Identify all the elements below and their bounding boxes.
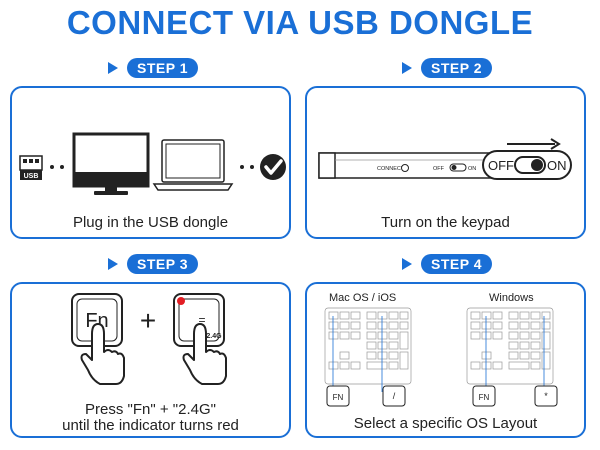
step-3-caption-line2: until the indicator turns red	[62, 417, 239, 434]
step-1-caption: Plug in the USB dongle	[72, 214, 229, 231]
step-2-panel: CONNECT OFF ON OFF ON Turn on the keypad	[305, 86, 586, 239]
keypad-side-icon: CONNECT OFF ON	[318, 152, 508, 179]
checkmark-icon	[260, 154, 286, 180]
step-1-label: STEP 1	[108, 58, 198, 78]
pointing-hand-icon	[80, 323, 125, 385]
arrow-right-icon	[507, 138, 561, 150]
usb-label: USB	[24, 173, 39, 180]
step-1-illustration: USB	[19, 132, 286, 195]
step-3-badge: STEP 3	[127, 254, 198, 274]
step-4-illustration: FN / FN *	[324, 307, 558, 407]
step-1-badge: STEP 1	[127, 58, 198, 78]
windows-keypad-icon	[466, 307, 554, 385]
usb-dongle-icon: USB	[19, 155, 43, 180]
step-2-label: STEP 2	[402, 58, 492, 78]
step-2-illustration: CONNECT OFF ON OFF ON	[318, 138, 572, 180]
arrow-right-icon	[108, 258, 118, 270]
step-3-label: STEP 3	[108, 254, 198, 274]
win-fn-key-icon: FN	[472, 385, 496, 407]
laptop-icon	[152, 139, 234, 191]
red-indicator-icon	[177, 297, 185, 305]
24g-key-label: 2.4G	[206, 333, 222, 340]
step-3-caption: Press "Fn" + "2.4G" until the indicator …	[12, 402, 289, 434]
dot-icon	[240, 165, 244, 169]
step-2-badge: STEP 2	[421, 58, 492, 78]
win-fn-key-label: FN	[479, 393, 490, 402]
arrow-right-icon	[402, 258, 412, 270]
step-1-panel: USB Plug in the USB dongle	[10, 86, 291, 239]
arrow-right-icon	[402, 62, 412, 74]
step-3-illustration: Fn + = 2.4G	[71, 293, 227, 385]
step-3-panel: Fn + = 2.4G Press "Fn" + "2.4G" until th…	[10, 282, 291, 438]
eq-key-label: =	[198, 313, 205, 327]
monitor-icon	[72, 132, 150, 195]
mac-keypad-icon	[324, 307, 412, 385]
dot-icon	[250, 165, 254, 169]
step-4-label: STEP 4	[402, 254, 492, 274]
page-title: CONNECT VIA USB DONGLE	[66, 4, 534, 41]
mac-slash-key-label: /	[393, 391, 396, 401]
dot-icon	[60, 165, 64, 169]
windows-label: Windows	[489, 292, 534, 304]
mac-os-label: Mac OS / iOS	[329, 292, 397, 304]
plus-sign: +	[140, 305, 156, 336]
step-4-caption: Select a specific OS Layout	[353, 415, 538, 432]
win-asterisk-key-icon: *	[534, 385, 558, 407]
connect-button-icon	[401, 164, 409, 172]
arrow-right-icon	[108, 62, 118, 74]
step-4-badge: STEP 4	[421, 254, 492, 274]
dot-icon	[50, 165, 54, 169]
pointing-hand-icon	[182, 323, 227, 385]
zoom-off-label: OFF	[488, 158, 514, 173]
zoom-on-label: ON	[547, 158, 567, 173]
mac-slash-key-icon: /	[382, 385, 406, 407]
step-4-panel: Mac OS / iOS Windows	[305, 282, 586, 438]
connect-label: CONNECT	[377, 166, 405, 172]
power-switch-zoom: OFF ON	[482, 150, 572, 180]
mac-fn-key-icon: FN	[326, 385, 350, 407]
switch-off-label: OFF	[433, 166, 445, 172]
mac-fn-key-label: FN	[333, 393, 344, 402]
step-2-caption: Turn on the keypad	[381, 214, 510, 231]
win-asterisk-key-label: *	[544, 391, 548, 401]
step-3-caption-line1: Press "Fn" + "2.4G"	[85, 401, 216, 418]
switch-on-label: ON	[468, 166, 476, 172]
